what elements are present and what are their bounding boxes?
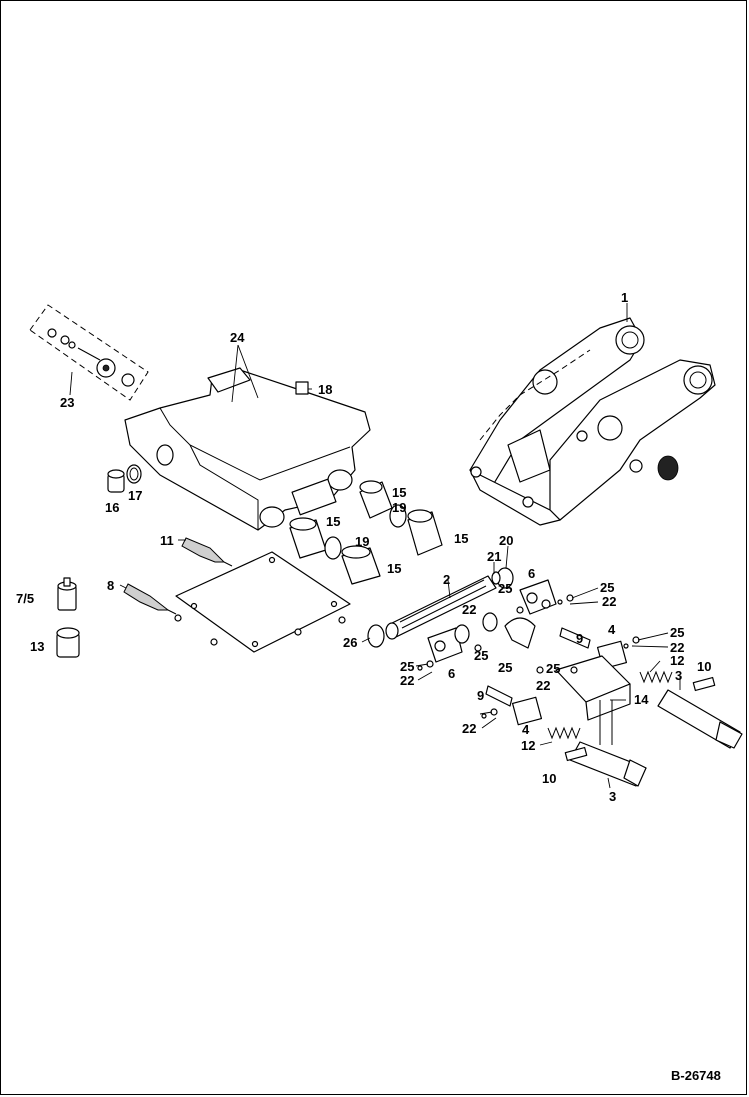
callout-15-d: 15 [387,561,401,576]
callout-14: 14 [634,692,649,707]
part-21-washer [491,571,501,585]
callout-11: 11 [160,533,174,548]
part-6-clamp-upper [519,579,557,615]
part-4-block-lower [511,696,543,726]
callout-15-a: 15 [392,485,406,500]
callout-22-a: 22 [602,594,616,609]
callout-25-c: 25 [670,625,684,640]
part-15-bushing-b [407,509,443,556]
part-22-25-bolts [417,594,640,719]
part-9-pin-upper [559,627,591,649]
leader-lines [69,303,681,789]
callout-22-b: 22 [462,602,476,617]
callout-19-b: 19 [355,534,369,549]
callout-9-lower: 9 [477,688,484,703]
main-coupler-frame [124,367,371,531]
callout-3-lower: 3 [609,789,616,804]
callout-20: 20 [499,533,513,548]
callout-15-c: 15 [454,531,468,546]
hook-bracket [504,617,536,649]
part-19-seal-a [389,504,407,528]
part-12-spring-upper [639,670,673,684]
callout-18: 18 [318,382,332,397]
part-9-pin-lower [485,685,513,707]
part-7-5-fitting [57,577,77,611]
callout-25-d: 25 [474,648,488,663]
callout-4-upper: 4 [608,622,616,637]
part-23-fitting-kit [29,304,149,401]
part-3-cylinder-upper [657,689,743,749]
part-1-pivot-bracket [469,317,716,526]
callout-21: 21 [487,549,501,564]
part-18-bushing [295,381,309,395]
callout-6-upper: 6 [528,566,535,581]
part-10-pin-upper [692,676,716,692]
part-13-fitting [56,627,80,658]
callout-10-upper: 10 [697,659,711,674]
callout-26: 26 [343,635,357,650]
callout-22-c: 22 [670,640,684,655]
part-15-bushing-c [289,517,327,559]
callout-13: 13 [30,639,44,654]
callout-4-lower: 4 [522,722,530,737]
callout-9-upper: 9 [576,631,583,646]
part-17-seal [126,464,142,484]
callout-19-a: 19 [392,500,406,515]
callout-12-upper: 12 [670,653,684,668]
callout-2: 2 [443,572,450,587]
part-2-pin [385,575,497,640]
callout-3-upper: 3 [675,668,682,683]
callout-25-g: 25 [546,661,560,676]
callout-22-f: 22 [462,721,476,736]
callout-25-e: 25 [400,659,414,674]
part-15-bushing-a [359,480,393,519]
part-22-collar [454,612,498,644]
part-14-valve-body [555,655,631,745]
callout-12-lower: 12 [521,738,535,753]
callout-7-5: 7/5 [16,591,34,606]
part-10-pin-lower [564,746,588,762]
callout-24: 24 [230,330,245,345]
callout-16: 16 [105,500,119,515]
callout-10-lower: 10 [542,771,556,786]
callout-22-e: 22 [536,678,550,693]
drawing-reference: B-26748 [671,1068,721,1083]
callout-17: 17 [128,488,142,503]
callout-25-b: 25 [498,581,512,596]
callout-23: 23 [60,395,74,410]
callout-1: 1 [621,290,628,305]
part-12-spring-lower [547,726,581,740]
callout-6-lower: 6 [448,666,455,681]
callout-25-f: 25 [498,660,512,675]
part-26-snap-ring [367,624,385,648]
part-8-cartridge [123,583,177,615]
cover-plate [174,551,351,653]
part-11-cartridge [181,537,233,567]
part-19-seal-b [324,536,342,560]
part-6-clamp-lower [427,627,463,663]
callout-25-a: 25 [600,580,614,595]
part-15-bushing-d [341,545,381,585]
part-16-bushing [107,469,125,493]
callout-22-d: 22 [400,673,414,688]
callout-8: 8 [107,578,114,593]
callout-labels: 1 2 3 3 4 4 6 6 7/5 8 9 9 10 10 11 12 12… [16,290,721,1083]
callout-15-b: 15 [326,514,340,529]
